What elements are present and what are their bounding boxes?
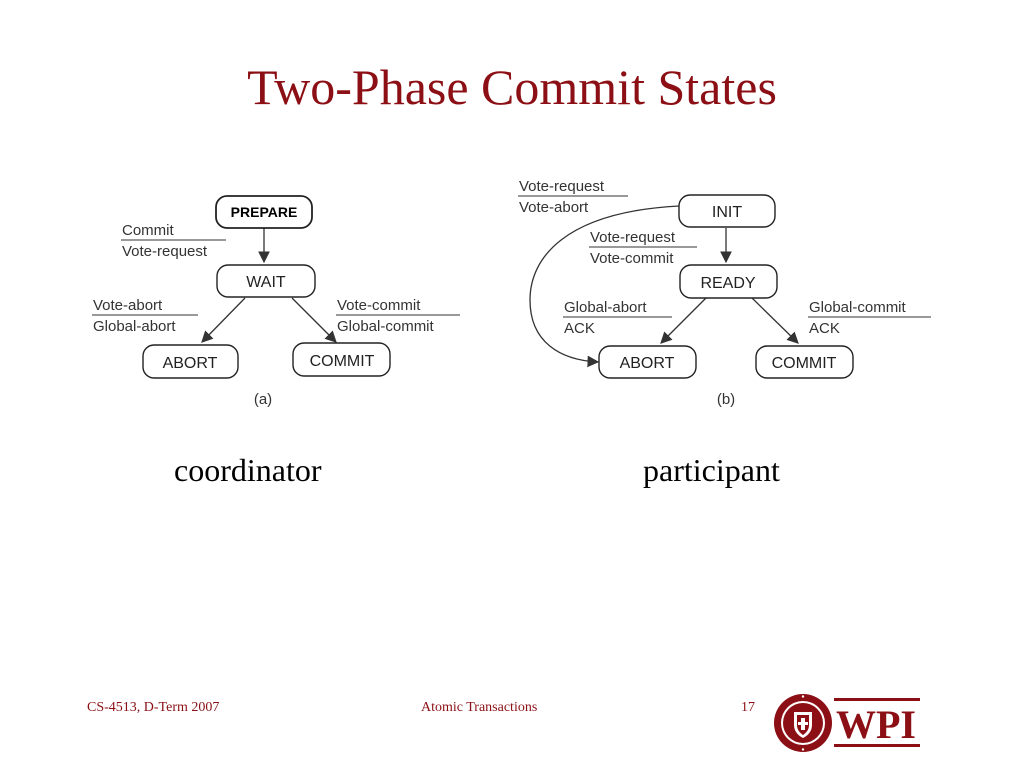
footer-page-number: 17 (741, 700, 755, 715)
transition-wait-commit: Vote-commit Global-commit (336, 297, 460, 335)
transition-event: Global-commit (809, 299, 907, 316)
state-abort: ABORT (142, 344, 239, 379)
transition-init-ready: Vote-request Vote-commit (589, 229, 697, 267)
coordinator-state-machine: PREPARE WAIT ABORT COMMIT Commit Vote-re… (92, 195, 460, 408)
state-abort-label: ABORT (620, 355, 675, 372)
footer-topic: Atomic Transactions (421, 700, 538, 715)
transition-action: ACK (809, 320, 840, 337)
participant-state-machine: INIT READY ABORT COMMIT Vote-request Vot… (518, 178, 931, 408)
transition-event: Vote-request (519, 178, 605, 195)
transition-event: Global-abort (564, 299, 647, 316)
transition-action: Vote-abort (519, 199, 589, 216)
state-commit-label: COMMIT (772, 355, 837, 372)
transition-action: Global-commit (337, 318, 435, 335)
participant-caption: participant (643, 452, 780, 488)
transition-ready-abort: Global-abort ACK (563, 299, 672, 337)
transition-wait-abort: Vote-abort Global-abort (92, 297, 198, 335)
edge-ready-commit (751, 297, 799, 344)
transition-action: Vote-request (122, 243, 208, 260)
wpi-logo: WPI (774, 694, 920, 752)
slide-title: Two-Phase Commit States (247, 59, 777, 115)
transition-action: Global-abort (93, 318, 176, 335)
edge-wait-commit (291, 297, 337, 343)
state-init: INIT (678, 194, 776, 228)
state-abort: ABORT (598, 345, 697, 379)
transition-prepare-wait: Commit Vote-request (121, 222, 226, 260)
state-wait-label: WAIT (246, 274, 286, 291)
state-init-label: INIT (712, 204, 742, 221)
coordinator-caption: coordinator (174, 452, 322, 488)
transition-init-abort: Vote-request Vote-abort (518, 178, 628, 216)
transition-ready-commit: Global-commit ACK (808, 299, 931, 337)
transition-event: Commit (122, 222, 174, 239)
wpi-wordmark: WPI (834, 698, 920, 747)
state-wait: WAIT (216, 264, 316, 298)
edge-wait-abort (201, 297, 246, 343)
transition-action: Vote-commit (590, 250, 674, 267)
transition-action: ACK (564, 320, 595, 337)
footer-course: CS-4513, D-Term 2007 (87, 700, 220, 715)
figure-label-b: (b) (717, 391, 735, 408)
state-ready: READY (679, 264, 778, 299)
transition-event: Vote-abort (93, 297, 163, 314)
figure-label-a: (a) (254, 391, 272, 408)
state-prepare-label: PREPARE (231, 204, 298, 220)
state-commit-label: COMMIT (310, 353, 375, 370)
wpi-seal-icon (774, 694, 832, 752)
transition-event: Vote-commit (337, 297, 421, 314)
state-commit: COMMIT (755, 345, 854, 379)
state-abort-label: ABORT (163, 355, 218, 372)
state-commit: COMMIT (292, 342, 391, 377)
edge-ready-abort (660, 297, 707, 344)
state-ready-label: READY (700, 275, 755, 292)
state-prepare: PREPARE (215, 195, 313, 229)
transition-event: Vote-request (590, 229, 676, 246)
edge-init-abort (529, 205, 680, 368)
wpi-wordmark-text: WPI (836, 702, 916, 747)
